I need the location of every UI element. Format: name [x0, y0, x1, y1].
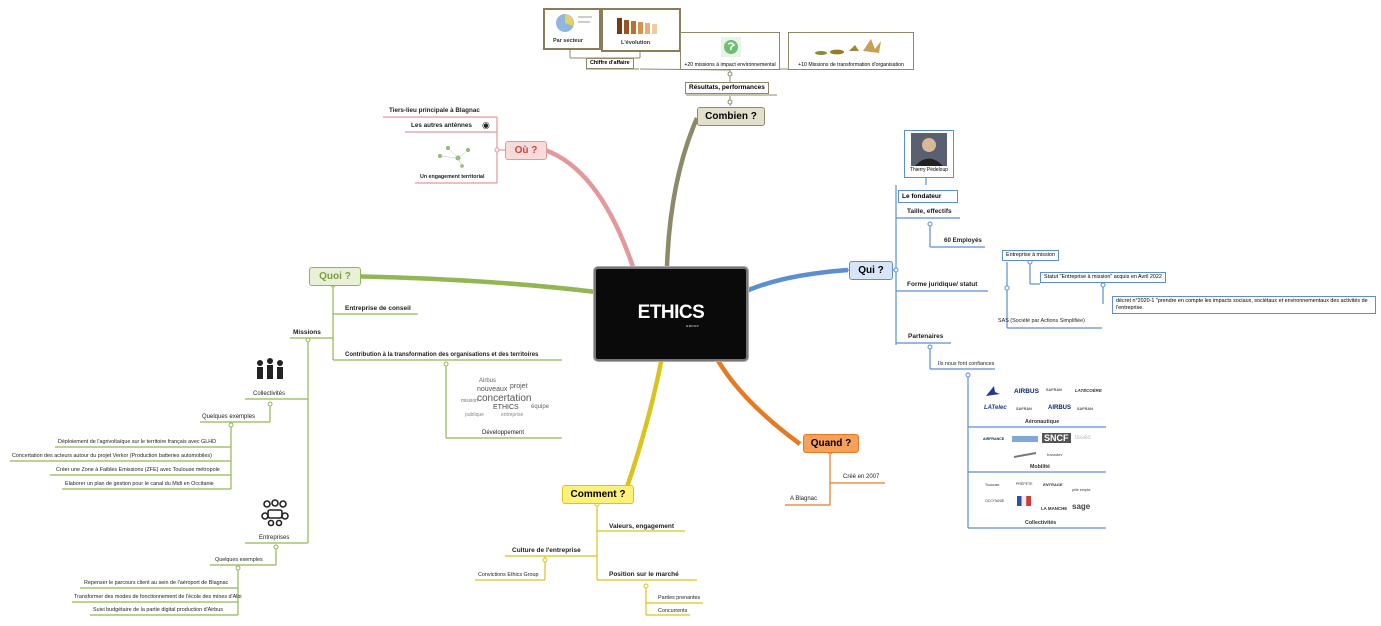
logo-airbus-1: AIRBUS: [1014, 388, 1039, 395]
node-collectivites[interactable]: Collectivités: [253, 391, 286, 397]
node-chiffre-affaire[interactable]: Chiffre d'affaire: [586, 58, 634, 69]
node-sas[interactable]: SAS (Société par Actions Simplifiée): [998, 318, 1085, 324]
logo-safran-2: SAFRAN: [1016, 407, 1032, 411]
ethics-logo-subtitle: GROUP: [685, 324, 699, 328]
example-entreprise-2[interactable]: Transformer des modes de fonctionnement …: [74, 594, 242, 600]
node-valeurs[interactable]: Valeurs, engagement: [609, 523, 675, 530]
example-collectivite-2[interactable]: Concertation des acteurs autour du proje…: [12, 453, 212, 459]
node-parties-prenantes[interactable]: Parties prenantes: [658, 595, 701, 601]
logo-latelec: LATelec: [984, 405, 1007, 411]
logo-occitanie: OCCITANIE: [985, 499, 1005, 503]
node-culture[interactable]: Culture de l'entreprise: [512, 547, 581, 554]
aero-plane-logo: [986, 386, 1000, 396]
node-forme-juridique[interactable]: Forme juridique/ statut: [907, 281, 978, 288]
image-evolution: L'évolution: [601, 8, 681, 52]
node-missions-organisation[interactable]: +10 Missions de transformation d'organis…: [788, 32, 914, 70]
node-partenaires[interactable]: Partenaires: [908, 333, 944, 340]
node-autres-antennes[interactable]: Les autres antènnes: [411, 122, 472, 129]
node-developpement[interactable]: Développement: [482, 430, 525, 436]
par-secteur-label: Par secteur: [553, 38, 583, 44]
node-position-marche[interactable]: Position sur le marché: [609, 571, 679, 578]
image-par-secteur: Par secteur: [543, 8, 601, 50]
logo-airport: [1012, 436, 1038, 442]
logo-transdev: transdev: [1047, 452, 1063, 457]
branch-qui[interactable]: Qui ?: [849, 261, 893, 280]
group-people-icon: [257, 358, 283, 379]
node-missions[interactable]: Missions: [293, 329, 321, 336]
evolution-label: L'évolution: [621, 40, 651, 46]
example-collectivite-4[interactable]: Elaborer un plan de gestion pour le cana…: [65, 481, 214, 487]
branch-ou[interactable]: Où ?: [505, 141, 547, 160]
map-pin-icon: ◉: [482, 120, 490, 130]
branch-line-quand: [714, 355, 802, 446]
node-resultats[interactable]: Résultats, performances: [685, 82, 769, 94]
node-confiance[interactable]: Ils nous font confiances: [938, 361, 995, 367]
logo-entrage: ENTRAGE: [1043, 482, 1063, 487]
branch-line-combien: [664, 117, 700, 268]
branch-line-quoi: [332, 273, 597, 295]
branch-line-qui: [741, 267, 849, 296]
node-convictions[interactable]: Convictions Ethics Group: [478, 572, 539, 578]
logo-prefete: PRÉFÈTE: [1016, 482, 1033, 486]
logo-latecoere: LATÉCOÈRE: [1075, 388, 1102, 393]
logo-route: [1013, 452, 1037, 458]
bar-chart-icon: [617, 18, 657, 34]
node-exemples-entreprises[interactable]: Quelques exemples: [215, 557, 263, 563]
logo-pole-emploi: pôle emploi: [1072, 488, 1091, 492]
logo-safran-3: SAFRAN: [1077, 407, 1093, 411]
logo-toulouse: Toulouse: [985, 483, 1000, 487]
node-conseil[interactable]: Entreprise de conseil: [345, 305, 411, 312]
node-concurrents[interactable]: Concurrents: [658, 608, 688, 614]
logo-airbus-2: AIRBUS: [1048, 405, 1072, 411]
node-entreprise-mission[interactable]: Entreprise à mission: [1002, 250, 1059, 261]
node-exemples-collectivites[interactable]: Quelques exemples: [202, 414, 256, 420]
node-engagement-territorial[interactable]: Un engagement territorial: [420, 174, 485, 180]
branch-comment[interactable]: Comment ?: [562, 485, 634, 504]
example-collectivite-1[interactable]: Déploiement de l'agrivoltaïque sur le te…: [58, 439, 217, 445]
branch-quoi[interactable]: Quoi ?: [309, 267, 361, 286]
logo-tisseo: tisséo: [1075, 435, 1091, 441]
example-entreprise-1[interactable]: Repenser le parcours client au sein de l…: [84, 580, 229, 586]
meeting-icon: [261, 499, 289, 527]
logo-republique: [1017, 496, 1031, 506]
logo-sage: sage: [1072, 502, 1091, 511]
logo-safran-1: SAFRAN: [1046, 388, 1062, 392]
leaf-icon: [721, 37, 741, 57]
node-blagnac[interactable]: A Blagnac: [790, 496, 818, 502]
logo-sncf: SNCF: [1042, 433, 1071, 443]
example-collectivite-3[interactable]: Créer une Zone à Faibles Emissions (ZFE)…: [56, 467, 220, 473]
founder-portrait: [911, 133, 947, 166]
node-employes[interactable]: 60 Employés: [944, 237, 982, 244]
node-decret[interactable]: décret n°2020-1 "prendre en compte les i…: [1112, 296, 1376, 314]
branch-combien[interactable]: Combien ?: [697, 107, 765, 126]
logo-la-manche: LA MANCHE: [1041, 506, 1068, 511]
ethics-logo: ETHICS: [637, 302, 705, 323]
central-topic-ethics[interactable]: ETHICS GROUP: [594, 267, 748, 361]
example-entreprise-3[interactable]: Suivi budgétaire de la partie digital pr…: [93, 607, 223, 613]
butterfly-icon: [815, 39, 881, 55]
node-statut-mission[interactable]: Statut "Entreprise à mission" acquis en …: [1040, 272, 1166, 283]
node-cree-2007[interactable]: Créé en 2007: [843, 474, 880, 480]
node-fondateur[interactable]: Le fondateur: [898, 190, 958, 203]
logo-airfrance: AIRFRANCE: [983, 437, 1005, 441]
branch-line-comment: [623, 356, 665, 491]
word-cloud-image: nouveaux projet Airbus concertation ETHI…: [461, 378, 550, 418]
node-tiers-lieu[interactable]: Tiers-lieu principale à Blagnac: [389, 107, 480, 114]
node-taille[interactable]: Taille, effectifs: [907, 208, 952, 215]
category-mobilite[interactable]: Mobilité: [1030, 464, 1051, 470]
node-missions-environnement[interactable]: +20 missions à impact environnemental: [680, 32, 780, 70]
category-collectivites[interactable]: Collectivités: [1025, 520, 1057, 526]
territory-map-image: [438, 146, 470, 168]
node-entreprises[interactable]: Entreprises: [259, 535, 290, 541]
node-contribution[interactable]: Contribution à la transformation des org…: [345, 352, 539, 358]
branch-quand[interactable]: Quand ?: [803, 434, 859, 453]
category-aeronautique[interactable]: Aéronautique: [1025, 419, 1060, 425]
pie-chart-icon: [556, 14, 592, 32]
branch-line-ou: [544, 147, 636, 268]
founder-photo-card: Thierry Pédeloup: [904, 130, 954, 178]
